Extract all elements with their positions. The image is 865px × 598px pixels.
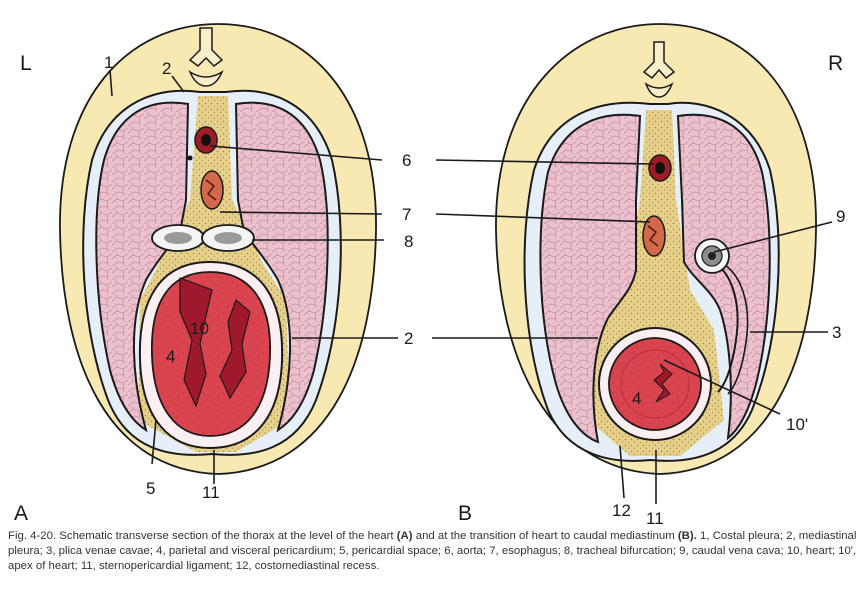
panel-label-b: B — [458, 502, 472, 525]
aorta-b — [649, 155, 671, 181]
callout-12: 12 — [612, 501, 631, 520]
callout-10: 10 — [190, 319, 209, 338]
panel-a-diagram — [60, 24, 376, 474]
caption-bold-b: (B). — [678, 530, 697, 542]
callout-10-apex: 10' — [786, 415, 808, 434]
callout-7: 7 — [402, 205, 411, 224]
panel-label-a: A — [14, 502, 28, 525]
panel-b-diagram — [496, 24, 816, 474]
callout-8: 8 — [404, 232, 413, 251]
caption-part-2: and at the transition of heart to caudal… — [413, 530, 678, 542]
callout-2-top: 2 — [162, 59, 171, 78]
thorax-cross-section-figure: L R A B 1 2 6 7 8 2 10 4 5 11 9 3 10' 4 … — [0, 0, 865, 530]
side-label-left: L — [20, 52, 32, 75]
caption-bold-a: (A) — [397, 530, 413, 542]
callout-2-side: 2 — [404, 329, 413, 348]
callout-11-b: 11 — [646, 509, 664, 528]
callout-4-b: 4 — [632, 389, 641, 408]
callout-1: 1 — [104, 53, 113, 72]
callout-6: 6 — [402, 151, 411, 170]
caption-part-1: Fig. 4-20. Schematic transverse section … — [8, 530, 397, 542]
callout-11-a: 11 — [202, 483, 220, 502]
aorta-a — [195, 127, 217, 153]
callout-3: 3 — [832, 323, 841, 342]
lymph-node-a — [188, 156, 193, 161]
esophagus-a — [201, 171, 223, 209]
callout-5: 5 — [146, 479, 155, 498]
figure-caption: Fig. 4-20. Schematic transverse section … — [8, 529, 860, 575]
callout-9: 9 — [836, 207, 845, 226]
heart-apex-b — [609, 338, 701, 430]
side-label-right: R — [828, 52, 843, 75]
caudal-vena-cava-b — [695, 239, 729, 273]
callout-4-a: 4 — [166, 347, 175, 366]
